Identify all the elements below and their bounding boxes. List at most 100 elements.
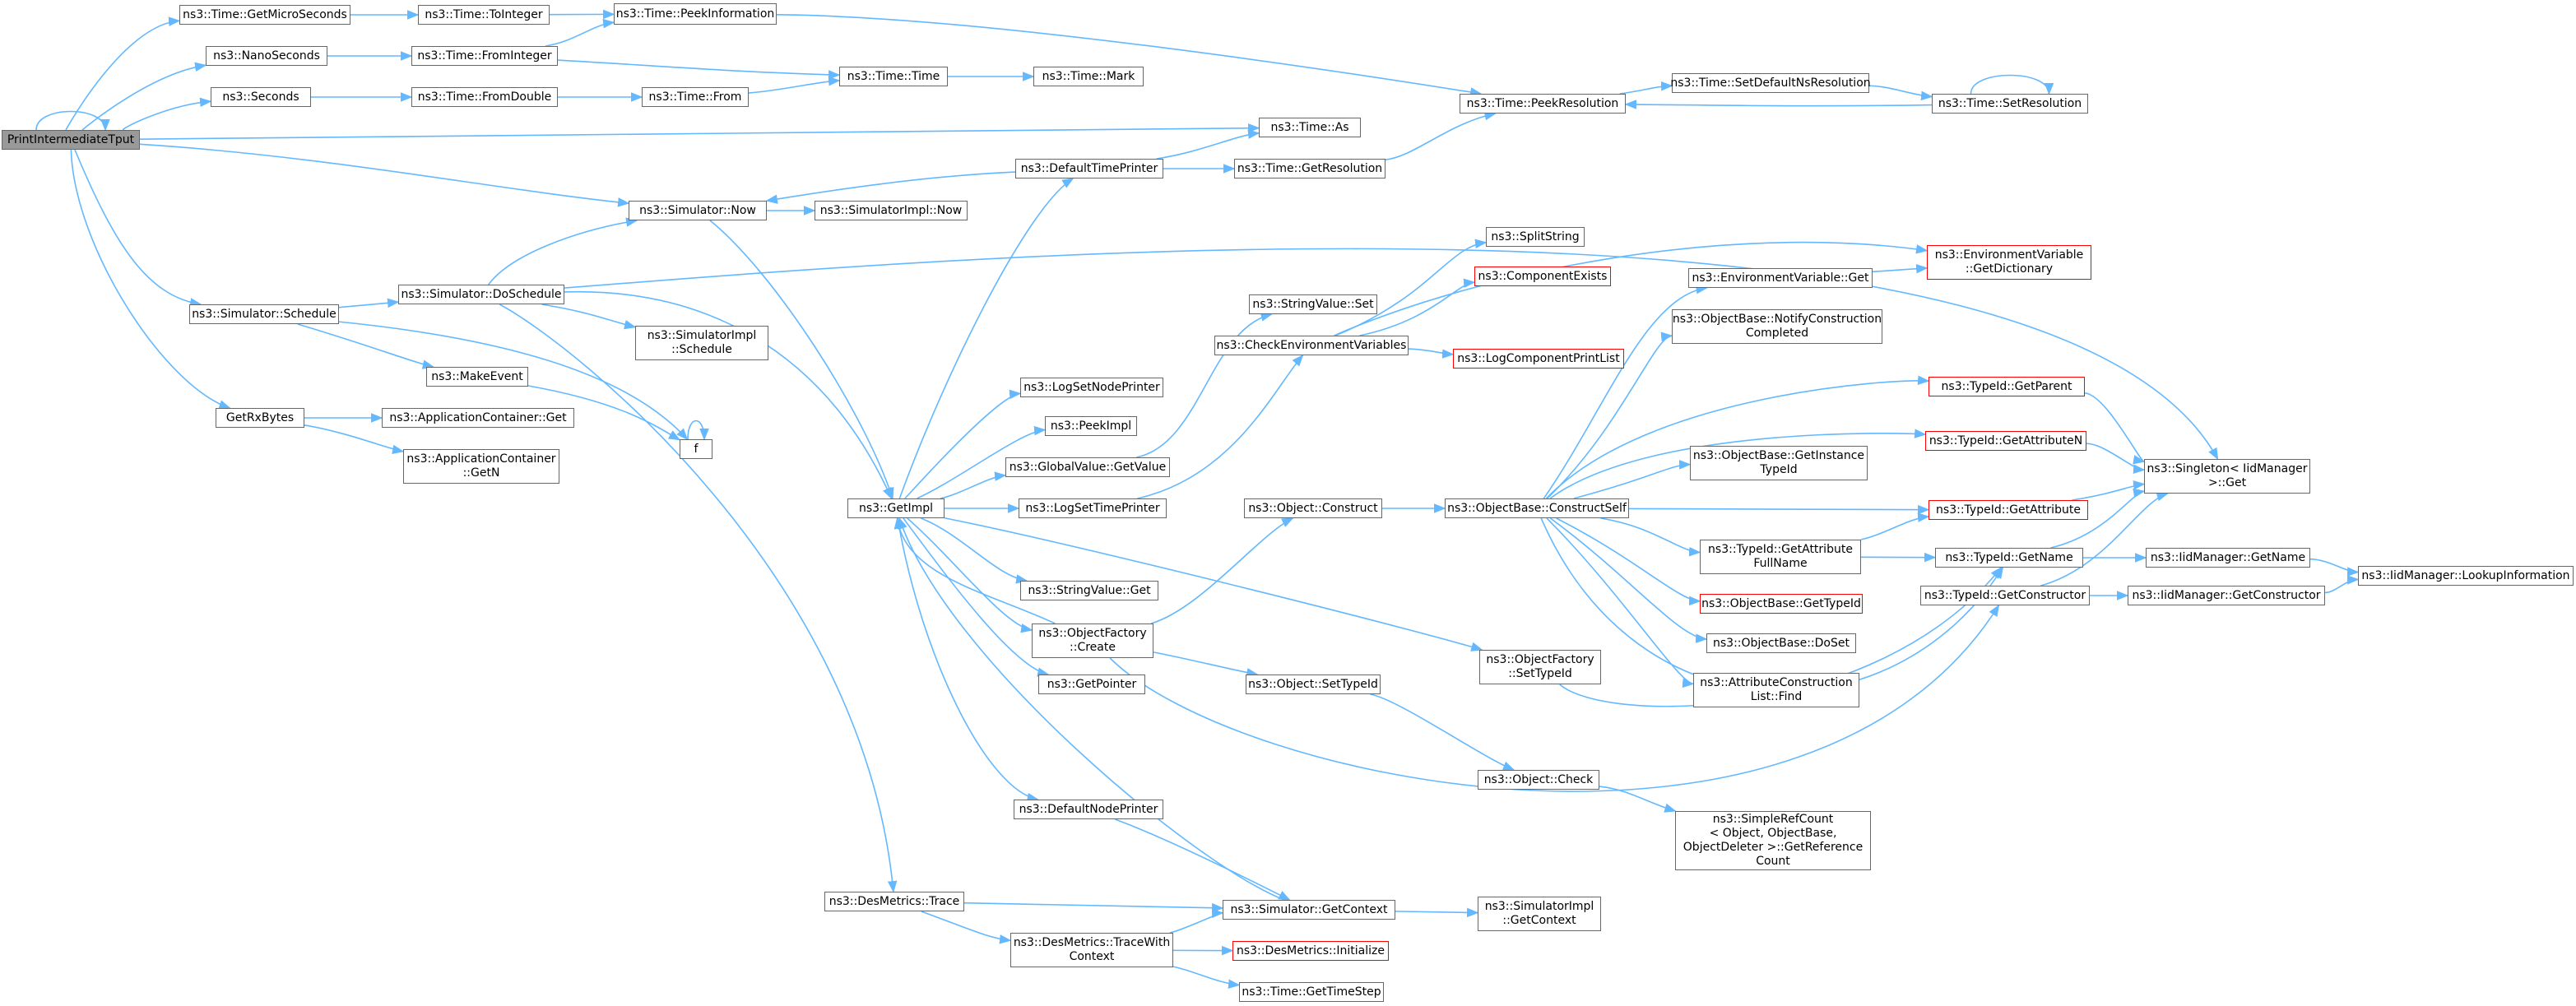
node-objbasegettypeid[interactable]: ns3::ObjectBase::GetTypeId	[1700, 594, 1863, 614]
edge-constructself-to-objbasegettypeid	[1556, 517, 1701, 606]
edge-setres-to-setres	[1970, 74, 2054, 95]
edge-constructself-to-envvarget	[1543, 285, 1708, 499]
edge-objfactcreate-to-objsettypeid	[1153, 651, 1259, 678]
edge-root-to-timeas	[139, 123, 1260, 140]
node-desmetricstrace[interactable]: ns3::DesMetrics::Trace	[824, 892, 964, 911]
node-getpointer[interactable]: ns3::GetPointer	[1038, 675, 1145, 694]
node-notifyconstruction[interactable]: ns3::ObjectBase::NotifyConstruction Comp…	[1672, 309, 1882, 344]
node-iidlookup[interactable]: ns3::IidManager::LookupInformation	[2358, 566, 2574, 586]
node-typeidgetattrn[interactable]: ns3::TypeId::GetAttributeN	[1925, 431, 2086, 451]
node-f[interactable]: f	[680, 439, 712, 459]
node-logcompprint[interactable]: ns3::LogComponentPrintList	[1453, 349, 1624, 369]
node-iidgetname[interactable]: ns3::IidManager::GetName	[2146, 548, 2310, 568]
node-setdefns[interactable]: ns3::Time::SetDefaultNsResolution	[1670, 73, 1871, 93]
node-iidgetconstructor[interactable]: ns3::IidManager::GetConstructor	[2128, 586, 2325, 605]
node-objfactsettypeid[interactable]: ns3::ObjectFactory ::SetTypeId	[1479, 650, 1601, 684]
node-envvarget[interactable]: ns3::EnvironmentVariable::Get	[1688, 268, 1873, 288]
edge-root-to-seconds	[122, 97, 212, 131]
node-appcontget[interactable]: ns3::ApplicationContainer::Get	[382, 408, 574, 428]
node-constructself[interactable]: ns3::ObjectBase::ConstructSelf	[1445, 498, 1629, 518]
node-typeidgetname[interactable]: ns3::TypeId::GetName	[1935, 548, 2083, 568]
edge-simschedule-to-f	[338, 321, 689, 441]
node-typeidgetconstructor[interactable]: ns3::TypeId::GetConstructor	[1920, 586, 2090, 605]
node-simplerefcount[interactable]: ns3::SimpleRefCount < Object, ObjectBase…	[1675, 811, 1871, 870]
node-objcheck[interactable]: ns3::Object::Check	[1478, 770, 1599, 790]
node-stringvalueget[interactable]: ns3::StringValue::Get	[1020, 581, 1158, 600]
node-compexists[interactable]: ns3::ComponentExists	[1474, 267, 1611, 286]
edge-typeidgetconstructor-to-singletonget	[2040, 492, 2169, 586]
node-typeidgetattr[interactable]: ns3::TypeId::GetAttribute	[1929, 500, 2088, 520]
node-nanosec[interactable]: ns3::NanoSeconds	[206, 46, 327, 66]
edge-deftimeprinter-to-timeas	[1156, 129, 1260, 160]
edge-constructself-to-notifyconstruction	[1546, 331, 1673, 499]
node-tointeger[interactable]: ns3::Time::ToInteger	[418, 5, 550, 25]
node-tracewithcontext[interactable]: ns3::DesMetrics::TraceWith Context	[1010, 933, 1173, 967]
node-appcontgetn[interactable]: ns3::ApplicationContainer ::GetN	[403, 449, 559, 484]
node-setres[interactable]: ns3::Time::SetResolution	[1932, 94, 2088, 114]
node-simimplschedule[interactable]: ns3::SimulatorImpl ::Schedule	[635, 326, 768, 360]
node-singletonget[interactable]: ns3::Singleton< IidManager >::Get	[2144, 459, 2310, 494]
node-gvgetvalue[interactable]: ns3::GlobalValue::GetValue	[1005, 457, 1170, 477]
edge-doschedule-to-desmetricstrace	[499, 304, 898, 893]
node-timemark[interactable]: ns3::Time::Mark	[1033, 67, 1144, 86]
edge-f-to-f	[687, 420, 709, 441]
node-logsettime[interactable]: ns3::LogSetTimePrinter	[1019, 498, 1167, 518]
node-objfactcreate[interactable]: ns3::ObjectFactory ::Create	[1032, 624, 1153, 658]
edge-root-to-getmicro	[65, 16, 181, 131]
node-makeevent[interactable]: ns3::MakeEvent	[426, 367, 528, 387]
node-getinstancetypeid[interactable]: ns3::ObjectBase::GetInstance TypeId	[1690, 446, 1868, 480]
node-simschedule[interactable]: ns3::Simulator::Schedule	[189, 304, 339, 324]
node-fromdouble[interactable]: ns3::Time::FromDouble	[411, 87, 558, 107]
node-peekres[interactable]: ns3::Time::PeekResolution	[1460, 94, 1626, 114]
node-objsettypeid[interactable]: ns3::Object::SetTypeId	[1246, 675, 1381, 694]
edge-getimpl-to-stringvalueget	[921, 517, 1028, 584]
node-checkenv[interactable]: ns3::CheckEnvironmentVariables	[1214, 336, 1409, 355]
node-getimpl[interactable]: ns3::GetImpl	[847, 498, 945, 518]
node-simimplgetcontext[interactable]: ns3::SimulatorImpl ::GetContext	[1478, 897, 1601, 931]
edge-deftimeprinter-to-simnow	[765, 171, 1016, 204]
edge-makeevent-to-f	[527, 385, 681, 441]
node-doschedule[interactable]: ns3::Simulator::DoSchedule	[398, 285, 564, 304]
node-splitstring[interactable]: ns3::SplitString	[1486, 227, 1585, 247]
edge-getrxbytes-to-appcontgetn	[304, 424, 405, 455]
edge-frominteger-to-peekinfo	[545, 18, 615, 47]
node-simimplnow[interactable]: ns3::SimulatorImpl::Now	[815, 201, 968, 220]
node-timeas[interactable]: ns3::Time::As	[1259, 118, 1361, 137]
edge-checkenv-to-envvargetdict	[1334, 241, 1929, 336]
node-peekinfo[interactable]: ns3::Time::PeekInformation	[614, 3, 777, 25]
node-simgetcontext[interactable]: ns3::Simulator::GetContext	[1223, 900, 1395, 920]
edge-getimpl-to-objfactsettypeid	[944, 517, 1483, 651]
edge-root-to-simnow	[139, 143, 630, 207]
node-desinit[interactable]: ns3::DesMetrics::Initialize	[1232, 941, 1389, 961]
edge-constructself-to-typeidgetattr	[1628, 504, 1930, 515]
node-getattrfullname[interactable]: ns3::TypeId::GetAttribute FullName	[1700, 540, 1861, 574]
node-getmicro[interactable]: ns3::Time::GetMicroSeconds	[179, 5, 350, 25]
node-frominteger[interactable]: ns3::Time::FromInteger	[411, 46, 558, 66]
node-seconds[interactable]: ns3::Seconds	[211, 87, 311, 107]
node-defnodeprinter[interactable]: ns3::DefaultNodePrinter	[1014, 800, 1163, 819]
node-doset[interactable]: ns3::ObjectBase::DoSet	[1706, 633, 1856, 653]
node-attrconstfind[interactable]: ns3::AttributeConstruction List::Find	[1693, 673, 1859, 707]
node-stringvalueset[interactable]: ns3::StringValue::Set	[1249, 294, 1377, 314]
edge-root-to-nanosec	[81, 62, 207, 131]
node-logsetnode[interactable]: ns3::LogSetNodePrinter	[1020, 378, 1163, 397]
node-getres[interactable]: ns3::Time::GetResolution	[1234, 159, 1385, 178]
node-peekimpl[interactable]: ns3::PeekImpl	[1045, 416, 1137, 436]
edge-objsettypeid-to-objcheck	[1370, 693, 1515, 771]
edge-objfactcreate-to-typeidgetconstructor	[1109, 604, 2000, 792]
node-getrxbytes[interactable]: GetRxBytes	[216, 408, 304, 428]
edge-getimpl-to-deftimeprinter	[898, 178, 1074, 499]
edge-envvarget-to-envvargetdict	[1872, 263, 1929, 274]
node-typeidgetparent[interactable]: ns3::TypeId::GetParent	[1929, 377, 2085, 396]
edge-constructself-to-getinstancetypeid	[1573, 460, 1692, 499]
node-objconstruct[interactable]: ns3::Object::Construct	[1244, 498, 1382, 518]
node-timetime[interactable]: ns3::Time::Time	[839, 67, 948, 86]
node-timefrom[interactable]: ns3::Time::From	[642, 87, 749, 107]
edge-simschedule-to-makeevent	[297, 323, 435, 369]
node-gettimestep[interactable]: ns3::Time::GetTimeStep	[1239, 982, 1384, 1002]
node-envvargetdict[interactable]: ns3::EnvironmentVariable ::GetDictionary	[1927, 245, 2091, 280]
node-deftimeprinter[interactable]: ns3::DefaultTimePrinter	[1015, 159, 1163, 178]
node-simnow[interactable]: ns3::Simulator::Now	[629, 201, 767, 220]
edge-tracewithcontext-to-gettimestep	[1172, 966, 1241, 989]
